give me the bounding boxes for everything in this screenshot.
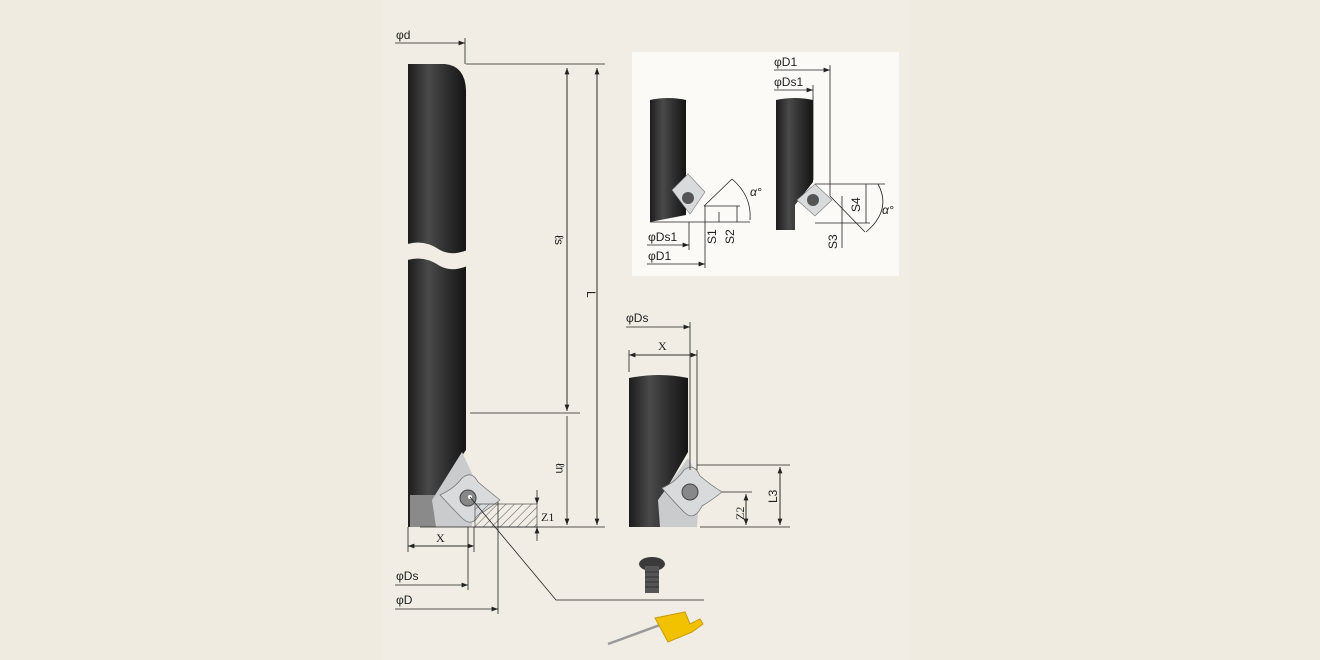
- label-shank-length: ℓs: [552, 235, 566, 245]
- wrench: [607, 611, 704, 646]
- clamp-screw: [639, 557, 665, 593]
- label-neck-dia: φDs: [396, 569, 418, 583]
- label-right-d1: φD1: [774, 55, 797, 69]
- label-side-offset-x: X: [658, 339, 667, 353]
- label-s1: S1: [705, 229, 719, 244]
- main-dimensions: φd ℓs L ℓn Z1 X φDs φD: [395, 28, 704, 614]
- label-left-angle: α°: [750, 185, 762, 199]
- label-s2: S2: [723, 229, 737, 244]
- label-overall-length: L: [584, 291, 598, 298]
- side-view: φDs X Z2 L3: [626, 311, 790, 528]
- label-offset-x: X: [436, 531, 445, 545]
- label-s3: S3: [826, 234, 840, 249]
- label-shank-dia: φd: [396, 28, 410, 42]
- label-right-ds1: φDs1: [774, 75, 803, 89]
- inset-left-view: φDs1 φD1 S1 S2 α°: [647, 98, 762, 268]
- label-length-l3: L3: [766, 489, 780, 503]
- label-neck-length: ℓn: [553, 463, 567, 474]
- label-left-d1: φD1: [648, 249, 671, 263]
- label-right-angle: α°: [882, 203, 894, 217]
- inset-right-view: φD1 φDs1 S4 S3 α°: [774, 55, 894, 249]
- label-cutting-dia: φD: [396, 593, 413, 607]
- label-left-ds1: φDs1: [648, 230, 677, 244]
- label-side-neck-dia: φDs: [626, 311, 648, 325]
- label-s4: S4: [849, 197, 863, 212]
- leader-line: [469, 496, 704, 601]
- label-depth-z1: Z1: [541, 510, 554, 524]
- hatched-cut-area: [474, 503, 538, 528]
- insert-screw: [459, 489, 477, 507]
- label-depth-z2: Z2: [733, 507, 747, 520]
